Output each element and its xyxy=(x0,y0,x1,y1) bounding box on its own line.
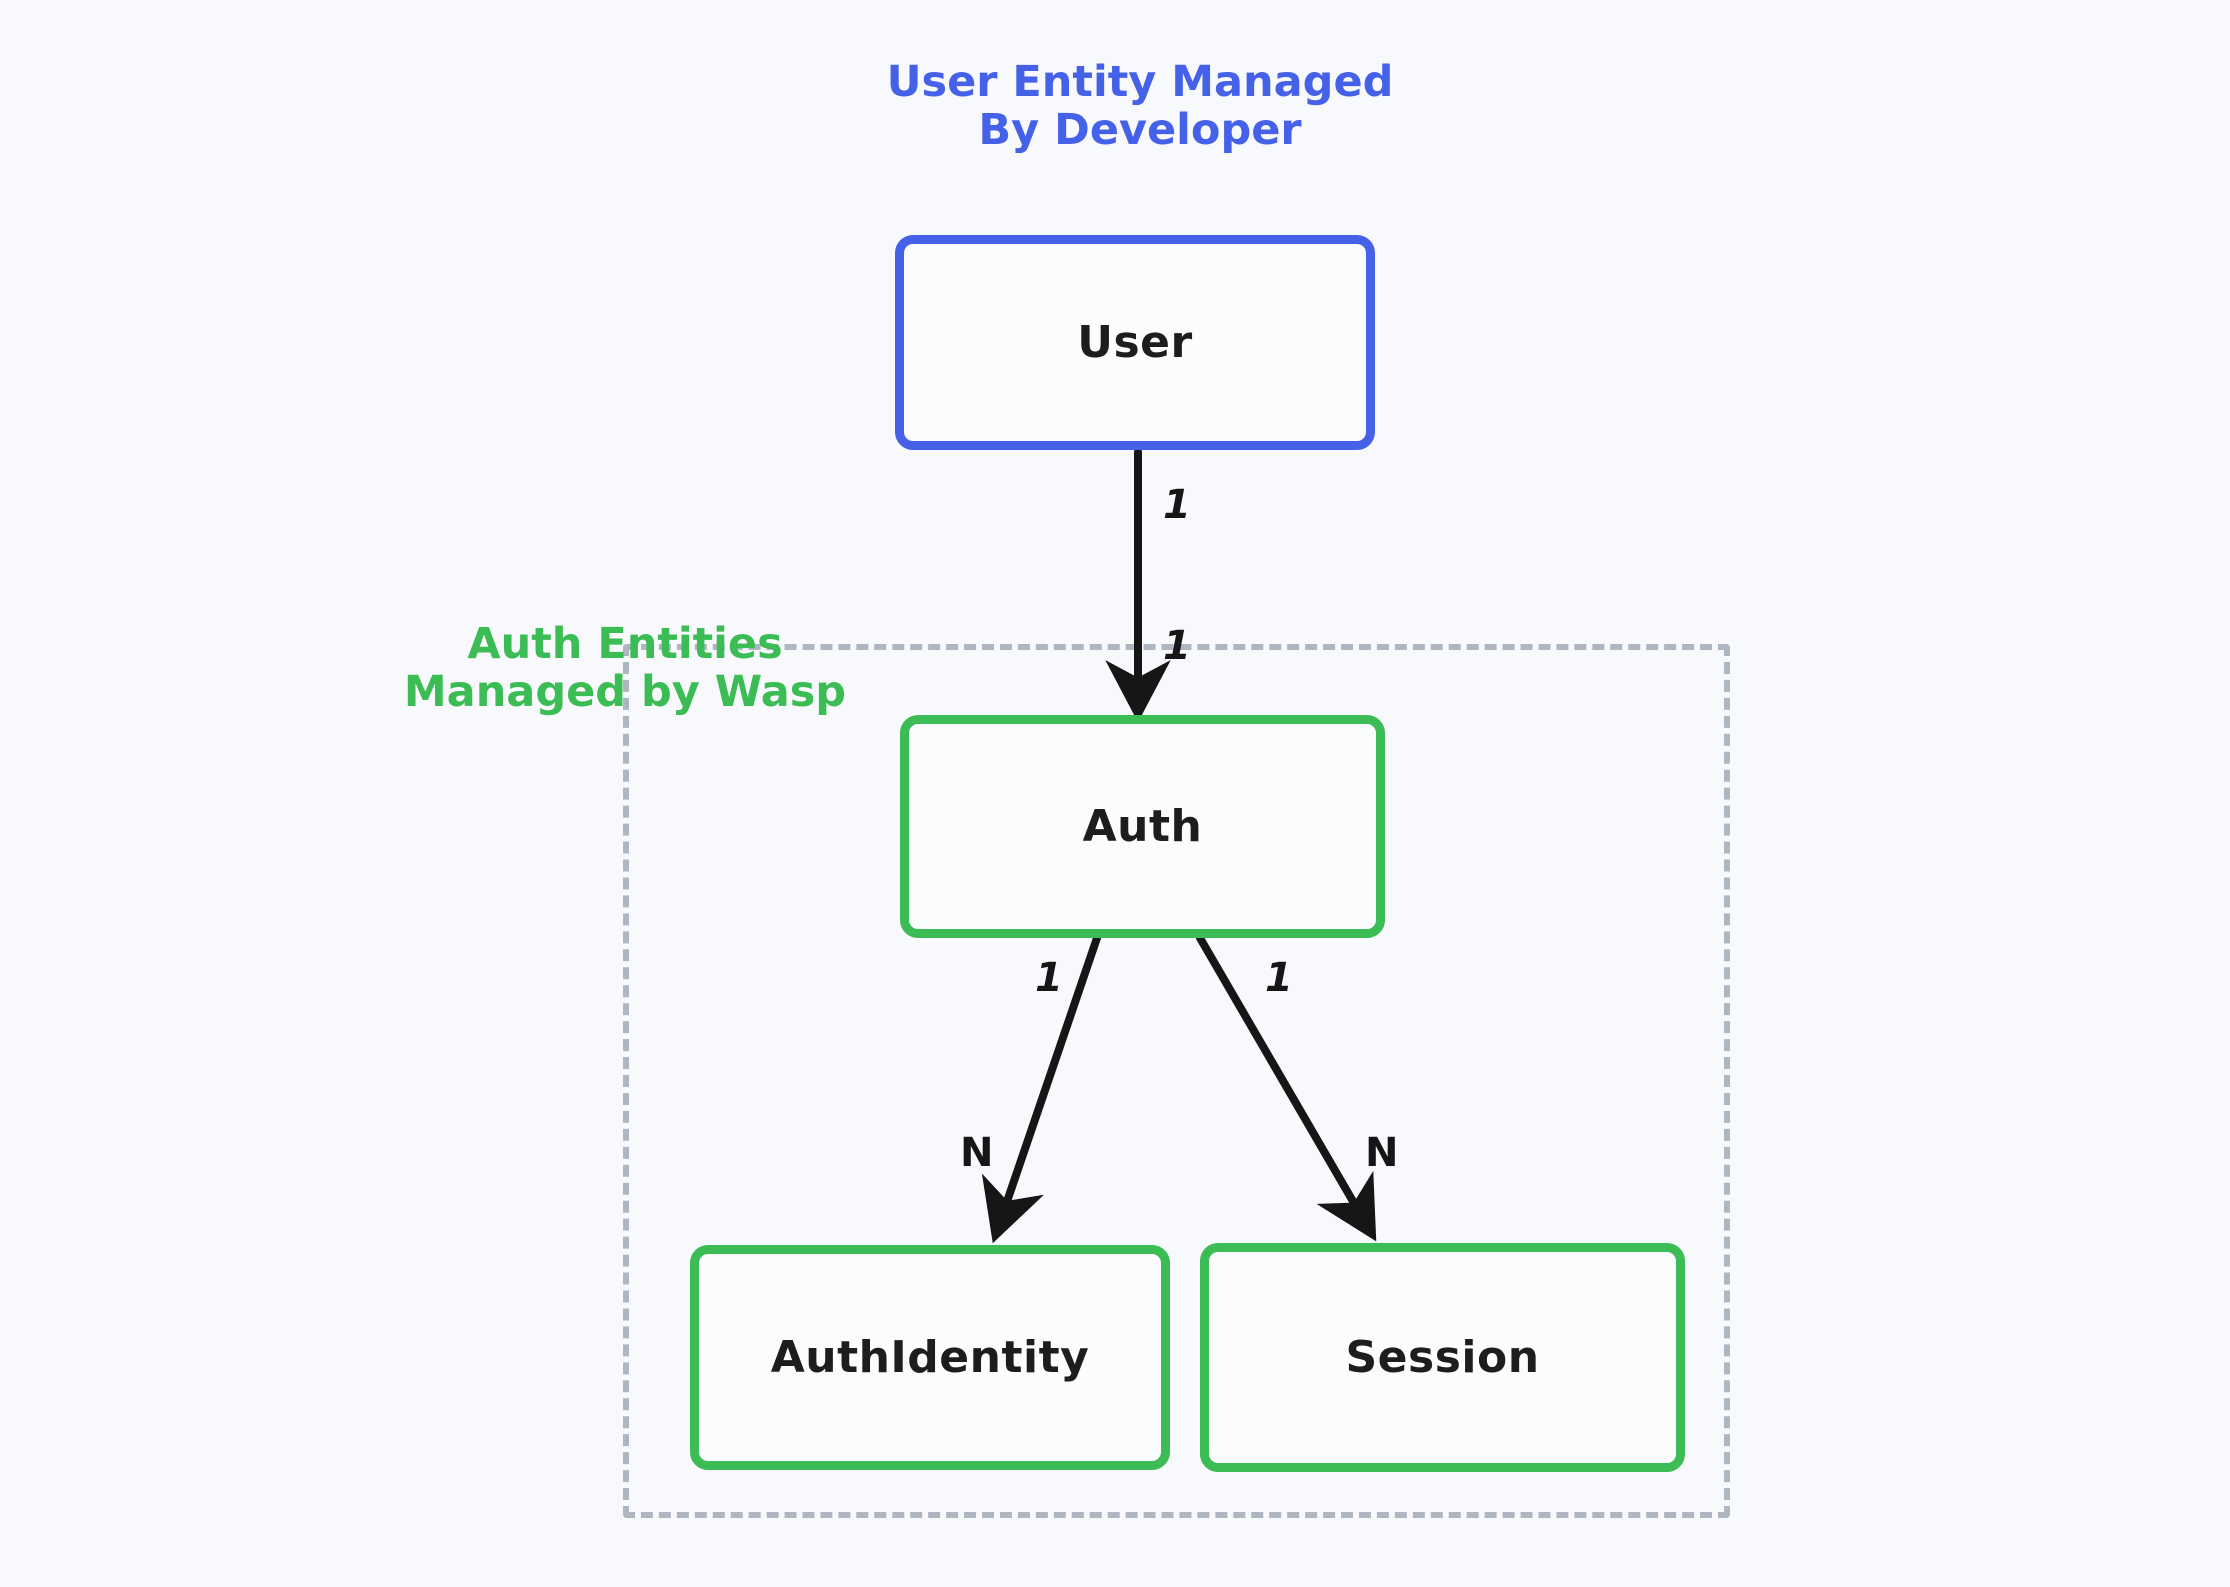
entity-node-session[interactable]: Session xyxy=(1200,1243,1685,1472)
cardinality-user-auth-source: 1 xyxy=(1163,482,1191,528)
entity-node-authidentity[interactable]: AuthIdentity xyxy=(690,1245,1170,1470)
entity-node-user-label: User xyxy=(1077,317,1193,368)
entity-node-auth-label: Auth xyxy=(1082,801,1203,852)
auth-entities-caption: Auth Entities Managed by Wasp xyxy=(403,619,847,718)
cardinality-auth-authidentity-target: N xyxy=(960,1130,994,1176)
user-entity-caption: User Entity Managed By Developer xyxy=(886,57,1394,156)
entity-node-auth[interactable]: Auth xyxy=(900,715,1385,938)
entity-node-authidentity-label: AuthIdentity xyxy=(770,1332,1090,1383)
entity-node-user[interactable]: User xyxy=(895,235,1375,450)
cardinality-auth-authidentity-source: 1 xyxy=(1035,955,1063,1001)
auth-entities-group-box xyxy=(623,644,1730,1518)
cardinality-auth-session-target: N xyxy=(1365,1130,1399,1176)
cardinality-user-auth-target: 1 xyxy=(1163,623,1191,669)
cardinality-auth-session-source: 1 xyxy=(1265,955,1293,1001)
entity-node-session-label: Session xyxy=(1345,1332,1540,1383)
